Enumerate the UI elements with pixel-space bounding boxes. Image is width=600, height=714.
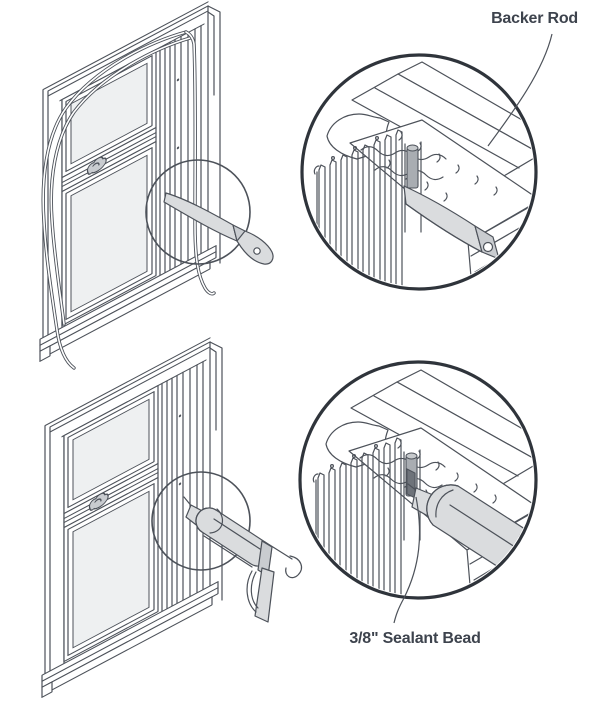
gun-trigger (246, 570, 259, 613)
top-window-illustration (39, 0, 221, 362)
top-magnified-detail (300, 53, 538, 291)
putty-knife-small (163, 192, 274, 265)
backer-rod-leader-line (487, 33, 553, 147)
bottom-magnified-detail (298, 360, 538, 600)
sealant-bead-label: 3/8" Sealant Bead (349, 630, 481, 647)
bottom-callout-circle (151, 471, 251, 571)
backer-rod-rope (41, 30, 216, 370)
backer-rod-label: Backer Rod (491, 10, 578, 27)
sealant-bead-leader-line (393, 496, 421, 624)
gun-handle (254, 567, 275, 623)
caulk-gun (183, 496, 303, 623)
wall-edge-top (207, 5, 221, 264)
wall-edge-bottom (209, 341, 223, 601)
top-callout-circle (145, 159, 251, 265)
push-rod-hook (264, 541, 303, 579)
